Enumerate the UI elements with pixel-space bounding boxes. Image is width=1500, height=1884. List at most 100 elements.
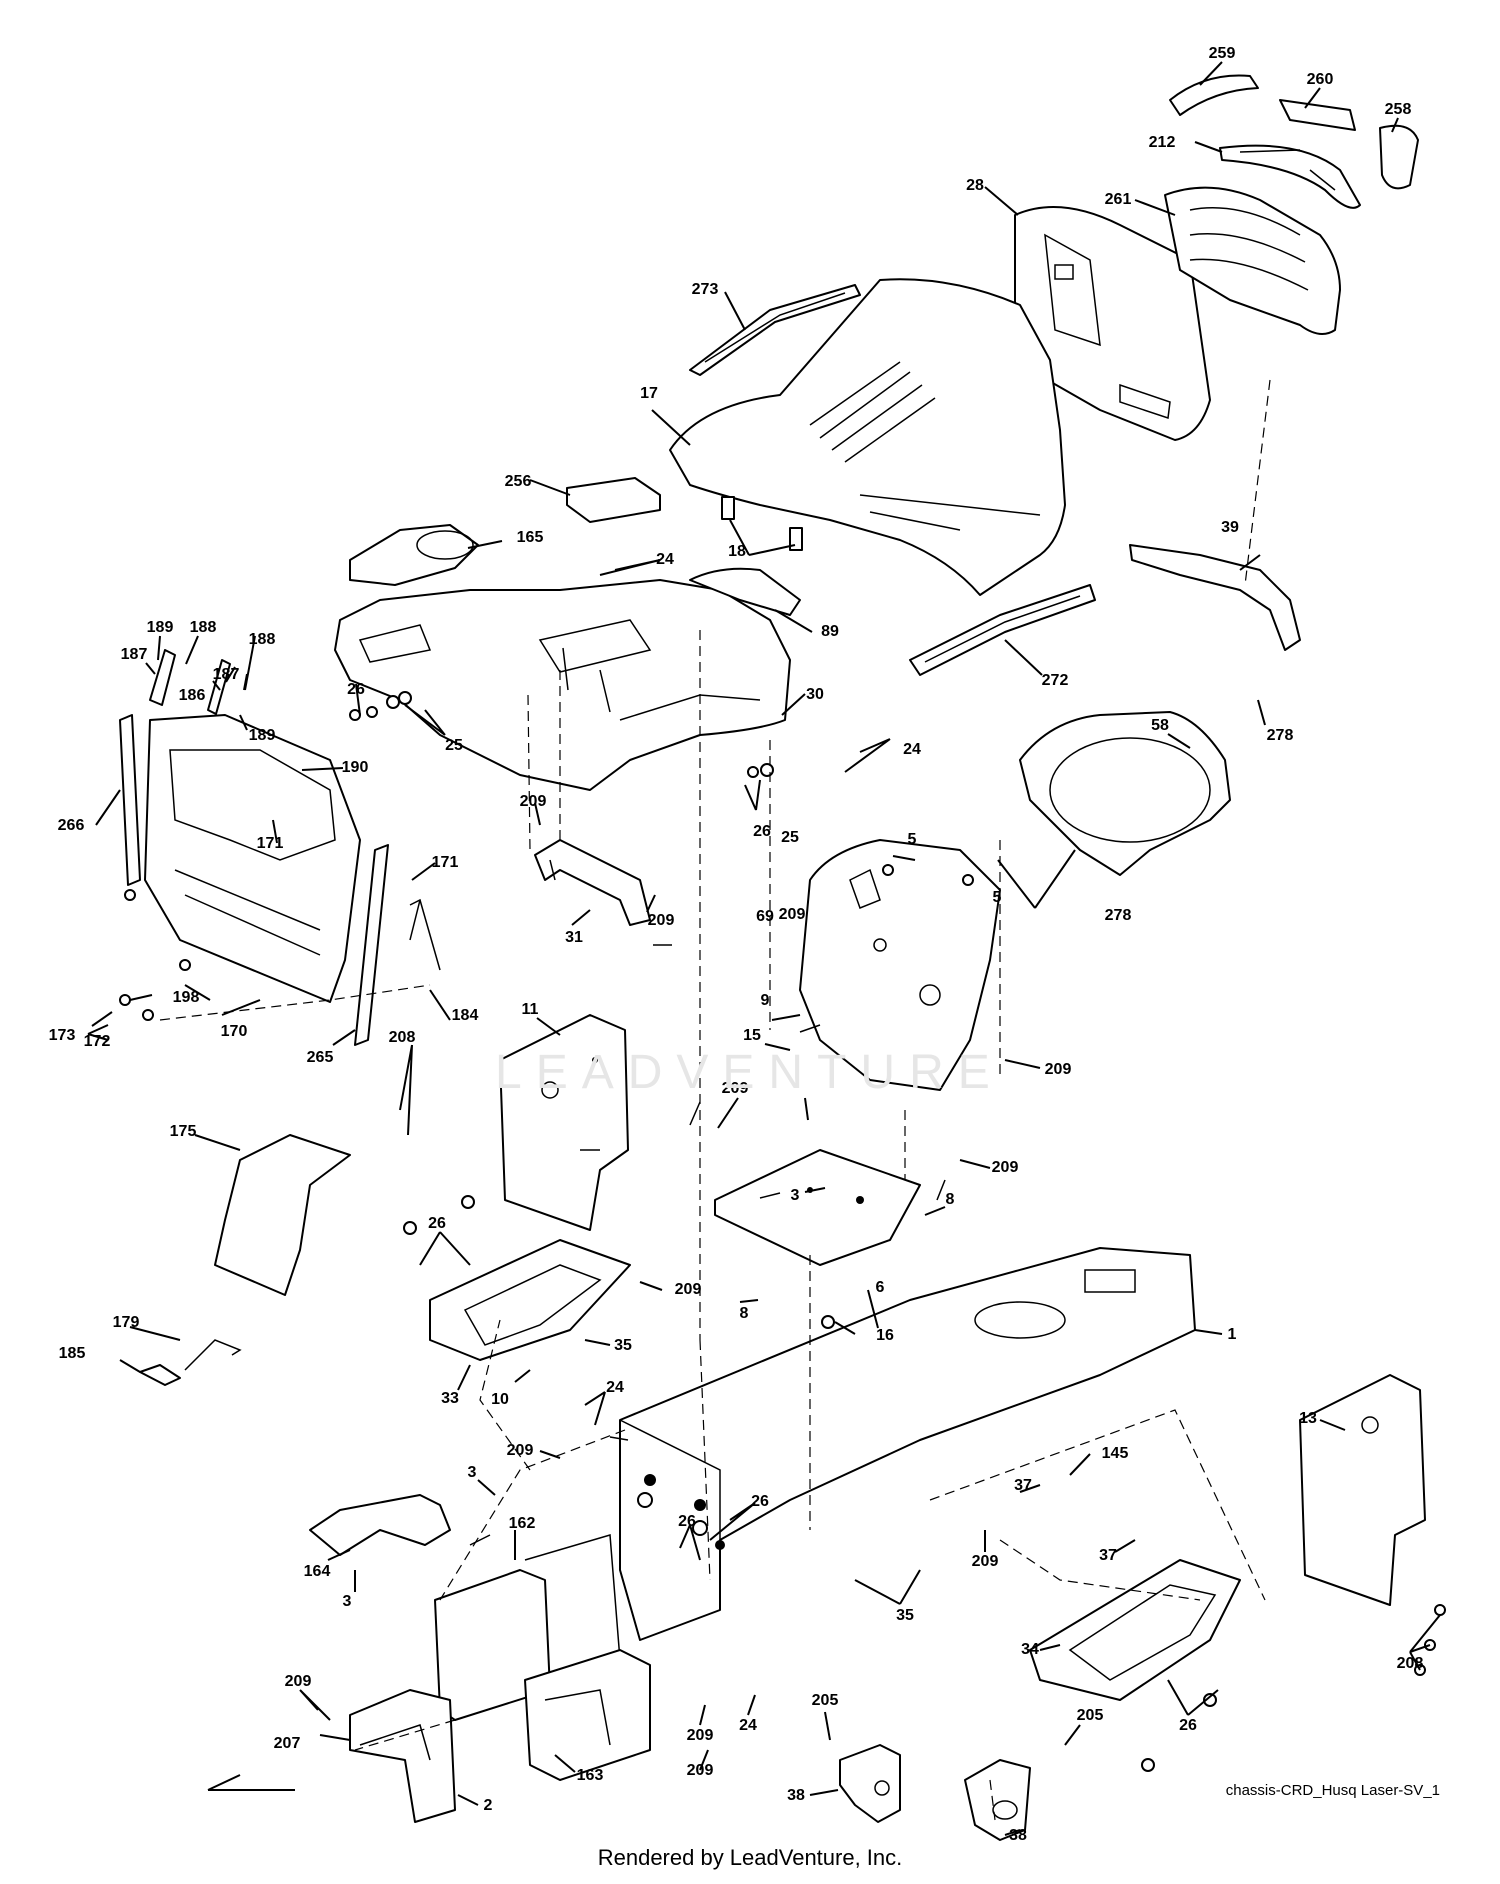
- callout-209-g[interactable]: 209: [675, 1281, 702, 1298]
- callout-10[interactable]: 10: [491, 1391, 509, 1408]
- part-266[interactable]: [119, 714, 141, 886]
- callout-26-f[interactable]: 26: [1179, 1717, 1197, 1734]
- callout-24-a[interactable]: 24: [656, 551, 674, 568]
- callout-188-a[interactable]: 188: [190, 619, 217, 636]
- callout-258[interactable]: 258: [1385, 101, 1412, 118]
- part-58[interactable]: [1019, 711, 1231, 876]
- callout-209-a[interactable]: 209: [520, 793, 547, 810]
- callout-37-b[interactable]: 37: [1099, 1547, 1117, 1564]
- callout-171-a[interactable]: 171: [257, 835, 284, 852]
- callout-26-c[interactable]: 26: [428, 1215, 446, 1232]
- callout-164[interactable]: 164: [304, 1563, 331, 1580]
- part-163[interactable]: [524, 1649, 651, 1781]
- callout-170[interactable]: 170: [221, 1023, 248, 1040]
- callout-187-a[interactable]: 187: [121, 646, 148, 663]
- callout-38-a[interactable]: 38: [787, 1787, 805, 1804]
- callout-26-d[interactable]: 26: [751, 1493, 769, 1510]
- callout-175[interactable]: 175: [170, 1123, 197, 1140]
- callout-256[interactable]: 256: [505, 473, 532, 490]
- callout-17[interactable]: 17: [640, 385, 658, 402]
- callout-39[interactable]: 39: [1221, 519, 1239, 536]
- callout-209-j[interactable]: 209: [285, 1673, 312, 1690]
- part-11[interactable]: [499, 1014, 629, 1231]
- callout-25-b[interactable]: 25: [781, 829, 799, 846]
- callout-172[interactable]: 172: [84, 1033, 111, 1050]
- callout-8-b[interactable]: 8: [740, 1305, 749, 1322]
- part-170[interactable]: [144, 714, 361, 1003]
- callout-179[interactable]: 179: [113, 1314, 140, 1331]
- callout-6[interactable]: 6: [876, 1279, 885, 1296]
- part-1[interactable]: [619, 1247, 1196, 1641]
- callout-16[interactable]: 16: [876, 1327, 894, 1344]
- callout-165[interactable]: 165: [517, 529, 544, 546]
- callout-31[interactable]: 31: [565, 929, 583, 946]
- callout-278-a[interactable]: 278: [1267, 727, 1294, 744]
- callout-184[interactable]: 184: [452, 1007, 479, 1024]
- callout-205-a[interactable]: 205: [812, 1692, 839, 1709]
- callout-209-l[interactable]: 209: [687, 1762, 714, 1779]
- part-39[interactable]: [1129, 544, 1301, 651]
- callout-209-h[interactable]: 209: [507, 1442, 534, 1459]
- callout-207[interactable]: 207: [274, 1735, 301, 1752]
- callout-209-b[interactable]: 209: [648, 912, 675, 929]
- part-260[interactable]: [1279, 99, 1356, 131]
- part-38-left[interactable]: [839, 1744, 901, 1823]
- callout-11[interactable]: 11: [522, 1001, 539, 1018]
- callout-187-b[interactable]: 187: [213, 666, 240, 683]
- callout-3-a[interactable]: 3: [791, 1187, 800, 1204]
- callout-208-a[interactable]: 208: [389, 1029, 416, 1046]
- callout-272[interactable]: 272: [1042, 672, 1069, 689]
- callout-33[interactable]: 33: [441, 1390, 459, 1407]
- callout-189-b[interactable]: 189: [249, 727, 276, 744]
- callout-265[interactable]: 265: [307, 1049, 334, 1066]
- part-6[interactable]: [714, 1149, 921, 1266]
- part-28[interactable]: [1014, 206, 1211, 441]
- callout-30[interactable]: 30: [806, 686, 824, 703]
- callout-278-b[interactable]: 278: [1105, 907, 1132, 924]
- part-184[interactable]: [409, 898, 441, 971]
- callout-13[interactable]: 13: [1299, 1410, 1317, 1427]
- callout-34[interactable]: 34: [1021, 1641, 1039, 1658]
- callout-261[interactable]: 261: [1105, 191, 1132, 208]
- callout-209-d[interactable]: 209: [1045, 1061, 1072, 1078]
- part-30[interactable]: [334, 567, 801, 791]
- part-212[interactable]: [1219, 144, 1361, 209]
- part-256[interactable]: [566, 477, 661, 523]
- callout-3-c[interactable]: 3: [343, 1593, 352, 1610]
- callout-35-b[interactable]: 35: [896, 1607, 914, 1624]
- callout-266[interactable]: 266: [58, 817, 85, 834]
- part-259[interactable]: [1169, 74, 1259, 116]
- part-165[interactable]: [349, 524, 479, 586]
- callout-5-a[interactable]: 5: [908, 831, 917, 848]
- part-34[interactable]: [1029, 1559, 1241, 1701]
- part-9[interactable]: [799, 839, 1001, 1091]
- part-273[interactable]: [689, 284, 861, 376]
- callout-208-b[interactable]: 208: [1397, 1655, 1424, 1672]
- callout-145[interactable]: 145: [1102, 1445, 1129, 1462]
- callout-185[interactable]: 185: [59, 1345, 86, 1362]
- part-38-right[interactable]: [964, 1759, 1031, 1841]
- callout-1[interactable]: 1: [1228, 1326, 1237, 1343]
- callout-58[interactable]: 58: [1151, 717, 1169, 734]
- callout-2[interactable]: 2: [484, 1797, 493, 1814]
- callout-26-b[interactable]: 26: [753, 823, 771, 840]
- part-185[interactable]: [139, 1364, 181, 1386]
- callout-186[interactable]: 186: [179, 687, 206, 704]
- callout-15[interactable]: 15: [743, 1027, 761, 1044]
- part-179[interactable]: [184, 1339, 242, 1371]
- callout-188-b[interactable]: 188: [249, 631, 276, 648]
- part-13[interactable]: [1299, 1374, 1426, 1606]
- callout-35-a[interactable]: 35: [614, 1337, 632, 1354]
- callout-259[interactable]: 259: [1209, 45, 1236, 62]
- callout-28[interactable]: 28: [966, 177, 984, 194]
- callout-171-b[interactable]: 171: [432, 854, 459, 871]
- callout-24-d[interactable]: 24: [739, 1717, 757, 1734]
- part-261[interactable]: [1164, 186, 1341, 335]
- callout-173[interactable]: 173: [49, 1027, 76, 1044]
- callout-198[interactable]: 198: [173, 989, 200, 1006]
- callout-260[interactable]: 260: [1307, 71, 1334, 88]
- callout-89[interactable]: 89: [821, 623, 839, 640]
- part-258[interactable]: [1379, 124, 1419, 190]
- callout-209-c[interactable]: 209: [779, 906, 806, 923]
- callout-273[interactable]: 273: [692, 281, 719, 298]
